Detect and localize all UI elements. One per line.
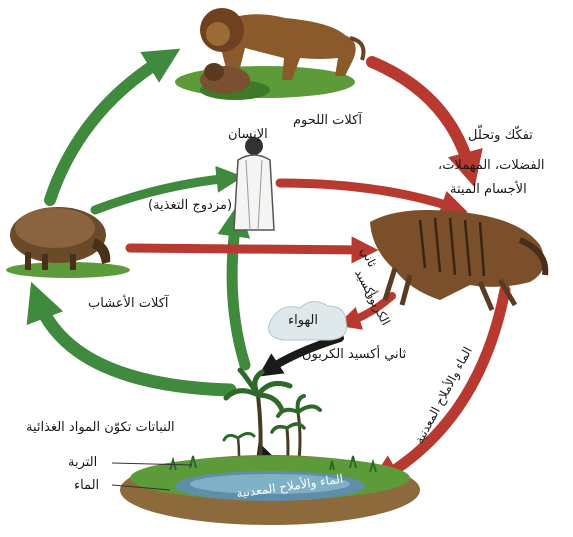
arrow-carnivores-to-decomposition xyxy=(372,62,470,170)
human-icon xyxy=(234,137,274,230)
arrow-human-to-decomposition xyxy=(280,183,455,208)
label-decomposition-line2: الفضلات، المهملات، xyxy=(438,158,545,174)
label-human-note: (مزدوج التغذية) xyxy=(148,198,232,214)
carcass-icon xyxy=(370,210,545,310)
arrow-herbivores-to-decomposition xyxy=(130,248,365,250)
label-decomposition-line3: الأجسام الميتة xyxy=(450,182,527,198)
lion-icon xyxy=(175,8,364,100)
label-water: الماء xyxy=(74,478,99,494)
label-air: الهواء xyxy=(288,313,318,329)
arrow-herbivores-to-carnivores xyxy=(50,58,165,200)
arrow-plants-to-herbivores xyxy=(38,300,230,390)
sheep-icon xyxy=(6,207,130,278)
label-co2: ثاني أكسيد الكربون xyxy=(302,347,406,363)
label-decomposition-line1: تفكّك وتحلّل xyxy=(468,128,533,144)
arrow-plants-to-human xyxy=(232,220,245,365)
label-soil: التربة xyxy=(68,455,97,471)
palm-tree-icon xyxy=(224,370,320,470)
label-plants: النباتات تكوّن المواد الغذائية xyxy=(26,420,175,436)
label-human: الإنسان xyxy=(228,127,268,143)
label-carnivores: آكلات اللحوم xyxy=(293,113,362,129)
label-herbivores: آكلات الأعشاب xyxy=(88,296,169,312)
